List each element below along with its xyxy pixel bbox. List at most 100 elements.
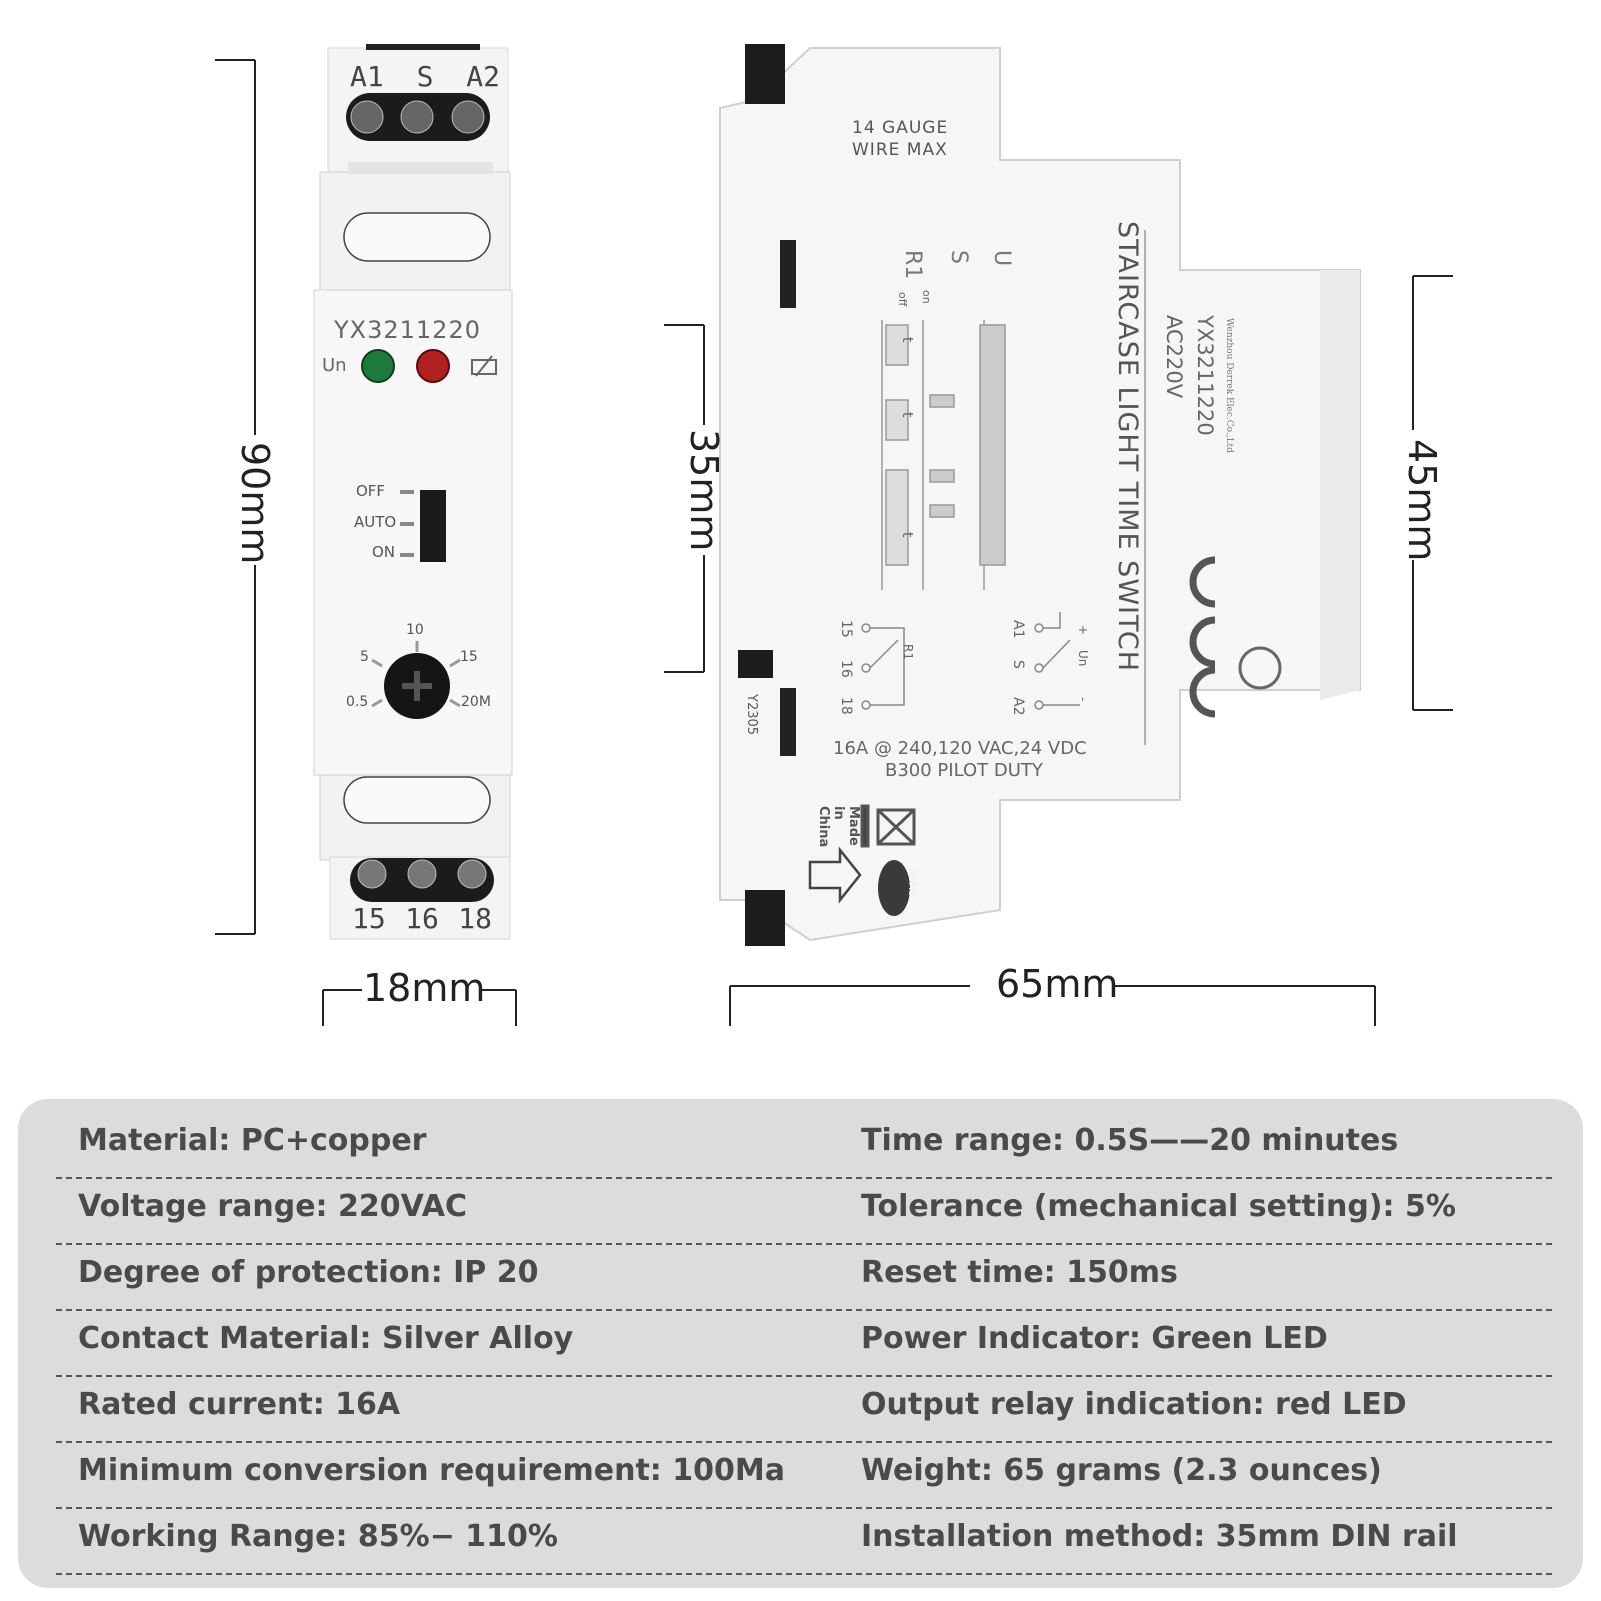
spec-left: Degree of protection: IP 20: [78, 1255, 539, 1290]
side-view: [664, 44, 1453, 1026]
diagram-r-label: R1: [900, 250, 925, 280]
diagram-t-label: t: [899, 337, 915, 343]
terminal-label: A2: [466, 60, 500, 93]
spec-right: Reset time: 150ms: [861, 1255, 1178, 1290]
dim-front-face-label: 45mm: [1400, 439, 1444, 562]
dial-label: 10: [406, 622, 424, 638]
maker-name: Wenzhou Derrek Elec.Co.,Ltd: [1224, 318, 1234, 453]
switch-label-off: OFF: [356, 482, 386, 500]
diagram-on-label: on: [920, 290, 933, 304]
terminal-label: S: [416, 60, 434, 93]
wiring-right-label: A1: [1010, 620, 1026, 639]
spec-panel: Material: PC+copper Time range: 0.5S——20…: [18, 1099, 1583, 1588]
spec-right: Time range: 0.5S——20 minutes: [861, 1123, 1399, 1158]
diagram-t-label: t: [899, 412, 915, 418]
arrow-icon: [808, 846, 862, 904]
spec-left: Material: PC+copper: [78, 1123, 427, 1158]
front-top-terminal-labels: A1 S A2: [350, 60, 500, 93]
screw-icon[interactable]: [400, 100, 434, 134]
rating-line2: B300 PILOT DUTY: [885, 760, 1043, 781]
time-dial[interactable]: [371, 641, 461, 719]
made-in-china-label: Made in China: [816, 806, 861, 848]
product-name: STAIRCASE LIGHT TIME SWITCH: [1112, 221, 1143, 673]
spec-row: Voltage range: 220VAC Tolerance (mechani…: [56, 1177, 1552, 1245]
spec-right: Weight: 65 grams (2.3 ounces): [861, 1453, 1382, 1488]
dial-label: 5: [360, 649, 369, 665]
dim-45mm-bracket: [1412, 275, 1453, 711]
switch-label-on: ON: [372, 543, 396, 561]
red-led: [416, 349, 450, 383]
dim-height-label: 90mm: [233, 442, 277, 565]
mode-switch[interactable]: [400, 490, 446, 562]
wiring-r1-label: R1: [901, 644, 915, 660]
switch-label-auto: AUTO: [354, 513, 397, 531]
spec-left: Voltage range: 220VAC: [78, 1189, 468, 1224]
rating-line1: 16A @ 240,120 VAC,24 VDC: [833, 738, 1087, 759]
code-label: Y2305: [744, 694, 759, 736]
spec-left: Working Range: 85%− 110%: [78, 1519, 558, 1554]
rohs-label: RoHS: [906, 868, 919, 898]
wiring-left-label: 16: [838, 660, 854, 678]
terminal-label: 18: [458, 902, 492, 935]
wiring-right-label: S: [1010, 660, 1026, 669]
spec-right: Tolerance (mechanical setting): 5%: [861, 1189, 1456, 1224]
certification-marks-icon: [1189, 556, 1216, 718]
dim-35mm-bracket: [664, 324, 705, 673]
weee-icon: [860, 804, 916, 848]
dim-90mm-bracket: [215, 59, 256, 935]
spec-row: Material: PC+copper Time range: 0.5S——20…: [56, 1111, 1552, 1179]
wiring-left-label: 18: [838, 697, 854, 715]
screw-icon[interactable]: [407, 859, 437, 889]
front-view: [215, 44, 517, 1026]
green-led: [361, 349, 395, 383]
spec-row: Working Range: 85%− 110% Installation me…: [56, 1507, 1552, 1575]
side-module: [719, 44, 1361, 946]
timing-diagram: [881, 320, 1006, 590]
front-model-number: YX3211220: [334, 316, 481, 344]
screw-icon[interactable]: [451, 100, 485, 134]
spec-left: Minimum conversion requirement: 100Ma: [78, 1453, 785, 1488]
gauge-line1: 14 GAUGE: [852, 118, 949, 138]
wiring-plus-label: +: [1076, 625, 1090, 636]
spec-row: Degree of protection: IP 20 Reset time: …: [56, 1243, 1552, 1311]
spec-row: Rated current: 16A Output relay indicati…: [56, 1375, 1552, 1443]
diagram-s-label: S: [946, 250, 971, 264]
spec-row: Contact Material: Silver Alloy Power Ind…: [56, 1309, 1552, 1377]
diagram-off-label: off: [896, 292, 909, 307]
diagram-u-label: U: [989, 250, 1014, 267]
terminal-label: A1: [350, 60, 384, 93]
terminal-label: 16: [405, 902, 439, 935]
wiring-diagram: [861, 612, 1080, 710]
spec-right: Output relay indication: red LED: [861, 1387, 1407, 1422]
dial-label: 20M: [461, 694, 491, 710]
spec-row: Minimum conversion requirement: 100Ma We…: [56, 1441, 1552, 1509]
wiring-un-label: Un: [1076, 650, 1090, 667]
ccc-mark-icon: [1238, 646, 1282, 690]
gauge-line2: WIRE MAX: [852, 140, 948, 160]
rohs-badge-icon: [878, 860, 910, 916]
dim-depth-label: 65mm: [996, 962, 1119, 1006]
un-label: Un: [322, 355, 347, 376]
screw-icon[interactable]: [357, 859, 387, 889]
front-module: [313, 44, 513, 940]
front-bottom-terminal-labels: 15 16 18: [352, 902, 492, 935]
side-model-number: YX3211220: [1193, 315, 1217, 436]
dim-65mm-bracket: [729, 985, 1376, 1026]
wiring-right-label: A2: [1010, 697, 1026, 716]
dim-front-width-label: 18mm: [363, 966, 486, 1010]
diagram-t-label: t: [899, 532, 915, 538]
spec-right: Power Indicator: Green LED: [861, 1321, 1328, 1356]
screw-icon[interactable]: [457, 859, 487, 889]
spec-left: Contact Material: Silver Alloy: [78, 1321, 574, 1356]
spec-left: Rated current: 16A: [78, 1387, 401, 1422]
terminal-label: 15: [352, 902, 386, 935]
dim-18mm-bracket: [322, 989, 517, 1026]
dim-rail-label: 35mm: [682, 429, 726, 552]
relay-symbol-icon: [471, 355, 497, 377]
screw-icon[interactable]: [350, 100, 384, 134]
dial-label: 0.5: [346, 694, 369, 710]
wiring-minus-label: -: [1076, 697, 1090, 702]
wiring-left-label: 15: [838, 620, 854, 638]
dial-label: 15: [460, 649, 478, 665]
side-voltage: AC220V: [1162, 315, 1186, 399]
